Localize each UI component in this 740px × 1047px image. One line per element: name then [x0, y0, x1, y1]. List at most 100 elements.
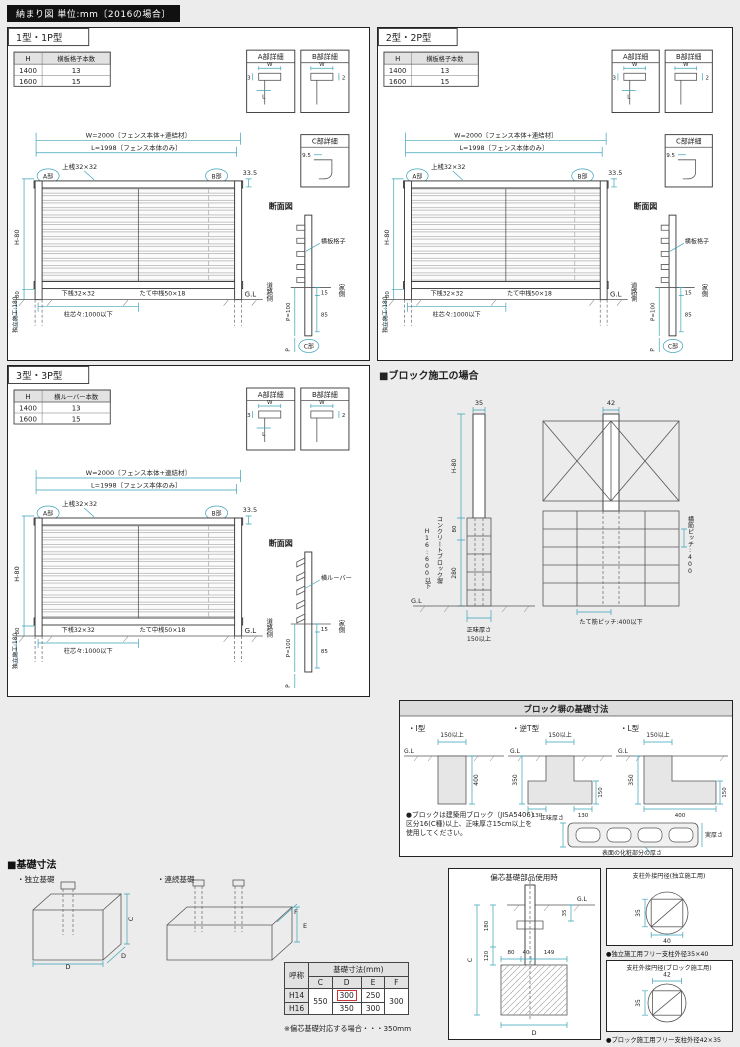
- dim-80: 80: [15, 291, 21, 299]
- cross-section: 断面図 横ルーバー 15 85 P=100 道路側 家側 P: [265, 538, 352, 688]
- label-l-type: ・L型: [620, 724, 640, 733]
- label-top-rail: 上桟32×32: [62, 162, 97, 171]
- spec-table: H 横ルーバー本数 1400 13 1600 15: [13, 389, 111, 425]
- detail-c-title: C部詳細: [312, 137, 338, 146]
- panel-title-tab: 3型・3P型: [8, 366, 90, 384]
- dim-85: 85: [321, 313, 328, 319]
- callout-a: A部: [412, 172, 422, 180]
- cross-section: 断面図 横板格子 15 85 P=100 道路側 家側 C部 P: [265, 201, 346, 353]
- dim-independent: 独立施工:180: [11, 633, 19, 669]
- cell-n1: 13: [440, 67, 449, 75]
- fence-elevation: W=2000〔フェンス本体+連結材〕 L=1998〔フェンス本体のみ〕 上桟32…: [11, 131, 263, 333]
- label-independent-foundation: ・独立基礎: [17, 874, 55, 884]
- dim-w: W: [319, 62, 325, 68]
- panel-title: 3型・3P型: [16, 371, 63, 382]
- label-bottom-rail: 下桟32×32: [61, 290, 94, 298]
- cell-n2: 15: [72, 416, 81, 424]
- dim-p100: P=100: [286, 638, 292, 657]
- dim-33-5: 33.5: [608, 169, 622, 177]
- dim-2: 2: [705, 75, 708, 81]
- dim-w2000: W=2000〔フェンス本体+連結材〕: [86, 468, 191, 477]
- label-net-thickness: 正味厚さ: [540, 814, 564, 822]
- label-house-side: 家側: [701, 282, 709, 297]
- th-f: F: [384, 976, 409, 989]
- callout-b: B部: [212, 510, 222, 518]
- detail-b-title: B部詳細: [312, 52, 338, 61]
- fence-elevation: W=2000〔フェンス本体+連結材〕 L=1998〔フェンス本体のみ〕 上桟32…: [381, 131, 628, 333]
- label-top-rail: 上桟32×32: [431, 162, 465, 171]
- th-name: 呼称: [283, 962, 310, 989]
- dim-150: 150: [722, 787, 728, 798]
- dim-independent: 独立施工:180: [11, 296, 19, 333]
- callout-a: A部: [43, 172, 53, 180]
- dim-9-5: 9.5: [666, 153, 675, 159]
- continuous-foundation-drawing: ・連続基礎 F E: [157, 874, 307, 961]
- dim-130-right: 130: [578, 813, 589, 819]
- detail-a-title: A部詳細: [258, 390, 284, 399]
- dim-2: 2: [342, 75, 346, 81]
- section-title: ■ブロック施工の場合: [379, 369, 479, 382]
- dim-85: 85: [321, 649, 329, 655]
- detail-a-title: A部詳細: [623, 52, 648, 61]
- col-h: H: [395, 55, 400, 63]
- callout-a: A部: [43, 510, 53, 518]
- table-row: H16 350 300: [283, 1002, 409, 1015]
- panel-title: 支柱外接円径(独立施工用): [633, 872, 706, 880]
- callout-c: C部: [668, 342, 678, 350]
- dim-d-front: D: [65, 963, 70, 970]
- label-gl: G.L: [618, 748, 629, 755]
- foundation-inverted-t-type: ・逆T型 150以上 G.L 350 130 130 150: [508, 723, 612, 819]
- foundation-size-table: 呼称 基礎寸法(mm) C D E F H14 550 300 250 300 …: [283, 962, 409, 1015]
- detail-b-title: B部詳細: [676, 52, 701, 61]
- detail-a: A部詳細 W 3 L: [246, 49, 296, 113]
- dim-280: 280: [451, 567, 458, 579]
- dim-35: 35: [562, 909, 568, 916]
- panel-title: 偏芯基礎部品使用時: [490, 872, 558, 882]
- label-member: 横板格子: [685, 237, 709, 245]
- detail-b: B部詳細 W 2: [300, 49, 350, 113]
- th-e: E: [360, 976, 386, 989]
- dim-p100: P=100: [286, 302, 292, 321]
- callout-b: B部: [578, 172, 588, 180]
- dim-40: 40: [523, 950, 530, 956]
- dim-80: 80: [15, 627, 21, 634]
- dim-d: D: [531, 1029, 536, 1037]
- detail-c: C部詳細 9.5: [664, 134, 713, 188]
- dim-w: W: [267, 400, 273, 406]
- panel-type1-1p: 1型・1P型 H 横板格子本数 1400 13 1600 15 A部詳細 W 3…: [7, 27, 370, 361]
- label-mid-rail: たて中桟50×18: [140, 290, 186, 298]
- label-gl: G.L: [411, 597, 422, 605]
- dim-w: W: [683, 62, 689, 68]
- detail-b: B部詳細 W 2: [300, 387, 350, 451]
- cell-d-h16: 350: [331, 1002, 362, 1015]
- cell-d-h14: 300: [331, 988, 362, 1003]
- cell-h2: 1600: [389, 78, 406, 86]
- dim-40: 40: [663, 938, 671, 945]
- dim-33-5: 33.5: [243, 506, 258, 514]
- dim-p: P: [285, 348, 292, 352]
- dim-l: L: [627, 94, 631, 100]
- spec-table: H 横板格子本数 1400 13 1600 15: [383, 51, 479, 87]
- caption-block-post: ●ブロック施工用フリー支柱外径42×35: [606, 1037, 721, 1044]
- label-mid-rail: たて中桟50×18: [507, 290, 552, 298]
- cell-n1: 13: [72, 66, 81, 75]
- dim-33-5: 33.5: [243, 169, 257, 177]
- cell-h1: 1400: [389, 67, 406, 75]
- dim-350: 350: [512, 774, 519, 786]
- label-inverted-t-type: ・逆T型: [512, 723, 540, 733]
- dim-35: 35: [635, 999, 642, 1007]
- th-d: D: [331, 976, 362, 989]
- panel-block-foundation-dims: ブロック塀の基礎寸法 ・I型 150以上 G.L 400 ・逆T型 150以上 …: [399, 700, 733, 857]
- dim-h: H-80: [13, 566, 21, 581]
- dim-350: 350: [628, 774, 635, 786]
- label-gl: G.L: [610, 291, 621, 299]
- dim-9-5: 9.5: [302, 153, 311, 159]
- panel-post-circle-block: 支柱外接円径(ブロック施工用) 42 35: [606, 960, 733, 1032]
- label-h16-600: H16:600以下: [424, 528, 431, 591]
- dim-149: 149: [544, 950, 555, 956]
- dim-3: 3: [247, 413, 251, 419]
- dim-w2000: W=2000〔フェンス本体+連結材〕: [454, 131, 557, 140]
- dim-p: P: [649, 348, 656, 352]
- label-concrete-block-wall: コンクリートブロック塀: [436, 516, 443, 585]
- table-row: H14 550 300 250 300: [283, 988, 409, 1015]
